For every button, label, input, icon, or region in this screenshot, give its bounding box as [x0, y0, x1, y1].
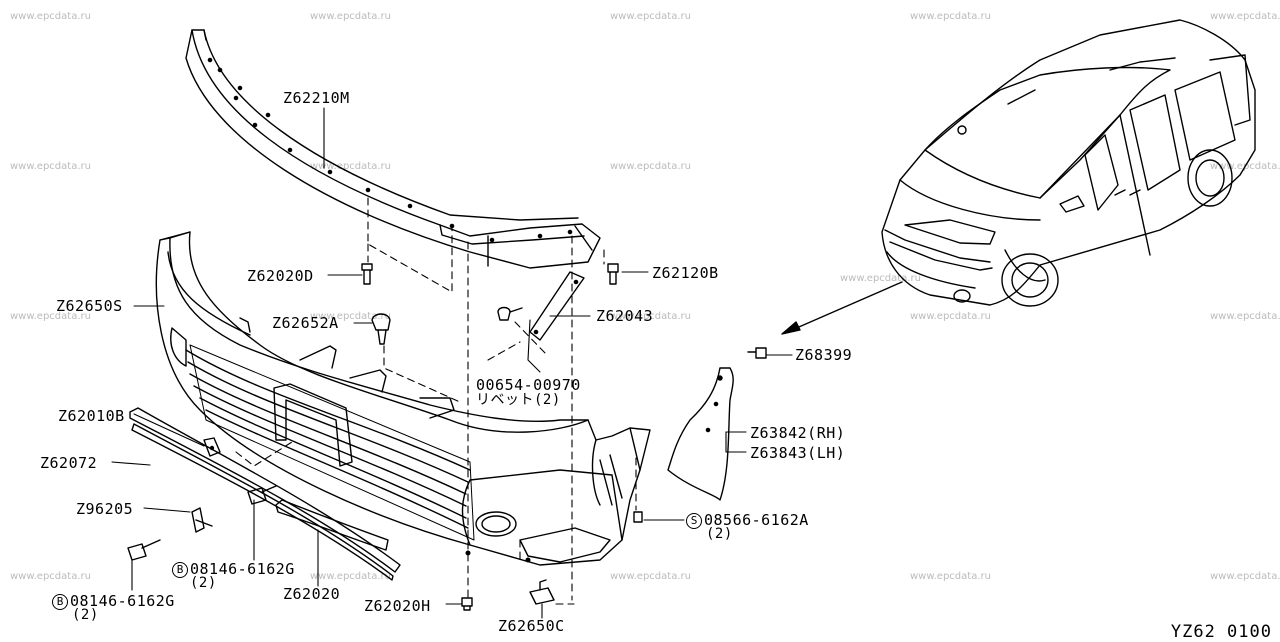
- leader-lines: [111, 107, 793, 619]
- watermark: www.epcdata.ru: [910, 11, 991, 22]
- label-z62120b: Z62120B: [652, 264, 719, 282]
- watermark: www.epcdata.ru: [310, 311, 391, 322]
- vehicle-illustration: [881, 19, 1256, 307]
- watermark: www.epcdata.ru: [1210, 571, 1280, 582]
- label-qty-08566: (2): [706, 526, 733, 542]
- label-z62020d: Z62020D: [247, 267, 314, 285]
- bumper-fascia: [155, 231, 651, 566]
- label-z62652a: Z62652A: [272, 314, 339, 332]
- watermark: www.epcdata.ru: [310, 11, 391, 22]
- label-z63842-rh: Z63842(RH): [750, 424, 846, 442]
- label-z96205: Z96205: [76, 500, 134, 518]
- lower-strips: [129, 407, 401, 581]
- label-z62072: Z62072: [40, 454, 98, 472]
- label-z62010b: Z62010B: [58, 407, 125, 425]
- part-number: 08146-6162G: [190, 560, 295, 578]
- watermark: www.epcdata.ru: [610, 311, 691, 322]
- mud-guard: [667, 367, 734, 501]
- label-rivet-note: リベット(2): [476, 392, 561, 408]
- watermark: www.epcdata.ru: [840, 273, 921, 284]
- watermark: www.epcdata.ru: [10, 571, 91, 582]
- prefix-mark: B: [172, 562, 188, 578]
- watermark: www.epcdata.ru: [1210, 311, 1280, 322]
- watermark: www.epcdata.ru: [10, 311, 91, 322]
- label-qty-lower: (2): [72, 607, 99, 623]
- pointer-arrow: [791, 281, 903, 331]
- arrow-head: [781, 321, 801, 335]
- label-z62020h: Z62020H: [364, 597, 431, 615]
- label-z62650c: Z62650C: [498, 617, 565, 635]
- label-z62210m: Z62210M: [283, 89, 350, 107]
- upper-reinforcement-beam: [185, 29, 601, 269]
- label-z62020: Z62020: [283, 585, 341, 603]
- watermark: www.epcdata.ru: [310, 571, 391, 582]
- prefix-mark: B: [52, 594, 68, 610]
- watermark: www.epcdata.ru: [10, 161, 91, 172]
- label-00654-00970: 00654-00970: [476, 376, 581, 394]
- label-z68399: Z68399: [795, 346, 853, 364]
- watermark: www.epcdata.ru: [10, 11, 91, 22]
- prefix-mark: S: [686, 513, 702, 529]
- diagram-id: YZ62 0100: [1170, 622, 1272, 642]
- watermark: www.epcdata.ru: [310, 161, 391, 172]
- label-z63843-lh: Z63843(LH): [750, 444, 846, 462]
- label-qty-upper: (2): [190, 575, 217, 591]
- watermark: www.epcdata.ru: [610, 161, 691, 172]
- watermark: www.epcdata.ru: [610, 11, 691, 22]
- label-z62650s: Z62650S: [56, 297, 123, 315]
- label-z62043: Z62043: [596, 307, 654, 325]
- watermark: www.epcdata.ru: [910, 311, 991, 322]
- assembly-lines: [235, 197, 637, 605]
- watermark: www.epcdata.ru: [1210, 11, 1280, 22]
- part-number: 08146-6162G: [70, 592, 175, 610]
- brackets-and-fasteners: [127, 263, 767, 611]
- part-number: 08566-6162A: [704, 511, 809, 529]
- watermark: www.epcdata.ru: [910, 571, 991, 582]
- watermark: www.epcdata.ru: [610, 571, 691, 582]
